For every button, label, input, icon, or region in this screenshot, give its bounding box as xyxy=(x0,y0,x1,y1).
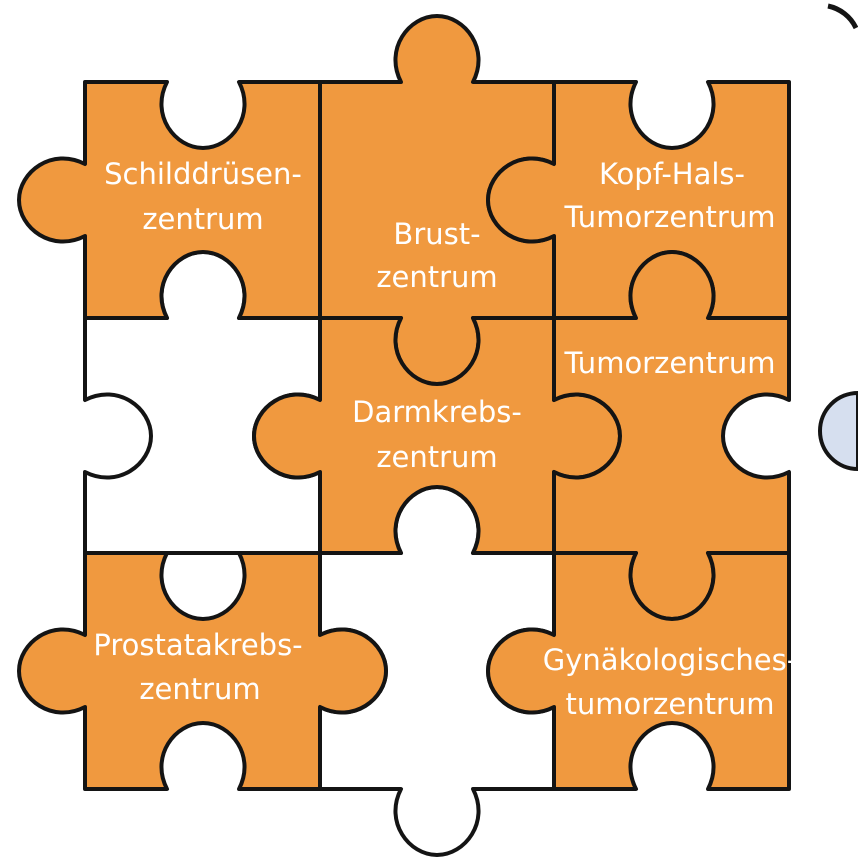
label-top-middle-line1: Brust- xyxy=(393,217,480,251)
label-top-middle-line2: zentrum xyxy=(376,260,497,294)
label-middle-right: Tumorzentrum xyxy=(564,346,776,380)
label-top-left-line1: Schilddrüsen- xyxy=(104,157,302,191)
label-bottom-left-line2: zentrum xyxy=(139,672,260,706)
label-center-line1: Darmkrebs- xyxy=(352,395,522,429)
corner-arc-decoration xyxy=(828,6,856,28)
label-center-line2: zentrum xyxy=(376,440,497,474)
label-bottom-right-line2: tumorzentrum xyxy=(565,687,774,721)
label-top-right-line1: Kopf-Hals- xyxy=(599,157,745,191)
label-top-left-line2: zentrum xyxy=(142,202,263,236)
label-top-right-line2: Tumorzentrum xyxy=(564,200,776,234)
label-bottom-right-line1: Gynäkologisches- xyxy=(543,643,797,677)
blue-tab xyxy=(820,393,858,469)
label-bottom-left-line1: Prostatakrebs- xyxy=(93,628,302,662)
